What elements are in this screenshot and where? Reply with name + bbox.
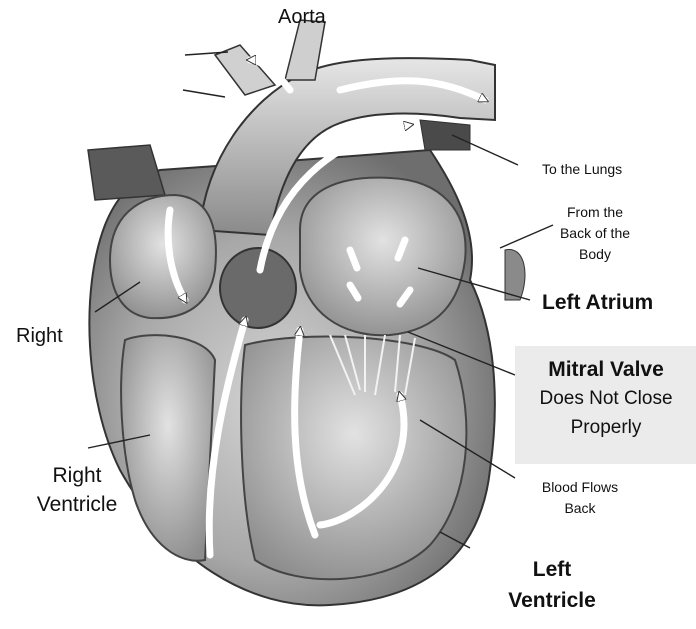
label-mitral-valve-title: Mitral Valve bbox=[521, 355, 691, 384]
vena-cava bbox=[88, 145, 165, 200]
label-right: Right bbox=[16, 325, 63, 348]
label-left-ventricle: Left Ventricle bbox=[488, 554, 616, 616]
back-of-body-vessel bbox=[505, 249, 525, 300]
aortic-valve bbox=[220, 248, 296, 328]
label-right-ventricle-line: Ventricle bbox=[12, 490, 142, 519]
left-atrium-chamber bbox=[300, 178, 466, 336]
label-mitral-valve-line: Properly bbox=[521, 413, 691, 442]
label-blood-flows-back-line: Back bbox=[530, 498, 630, 519]
label-blood-flows-back-line: Blood Flows bbox=[530, 477, 630, 498]
label-from-back-of-body: From the Back of the Body bbox=[548, 202, 642, 265]
right-ventricle-chamber bbox=[121, 335, 215, 561]
label-aorta: Aorta bbox=[278, 6, 326, 29]
label-left-atrium: Left Atrium bbox=[542, 291, 653, 315]
label-mitral-valve: Mitral Valve Does Not Close Properly bbox=[521, 355, 691, 442]
label-from-back-of-body-line: Body bbox=[548, 244, 642, 265]
label-from-back-of-body-line: Back of the bbox=[548, 223, 642, 244]
label-from-back-of-body-line: From the bbox=[548, 202, 642, 223]
right-atrium-chamber bbox=[110, 195, 216, 318]
label-blood-flows-back: Blood Flows Back bbox=[530, 477, 630, 519]
pulmonary-vessel bbox=[420, 120, 470, 150]
left-ventricle-chamber bbox=[241, 337, 466, 580]
label-left-ventricle-line: Ventricle bbox=[488, 585, 616, 616]
label-mitral-valve-line: Does Not Close bbox=[521, 384, 691, 413]
label-right-ventricle-line: Right bbox=[12, 461, 142, 490]
label-to-the-lungs: To the Lungs bbox=[542, 161, 622, 177]
label-right-ventricle: Right Ventricle bbox=[12, 461, 142, 519]
label-left-ventricle-line: Left bbox=[488, 554, 616, 585]
